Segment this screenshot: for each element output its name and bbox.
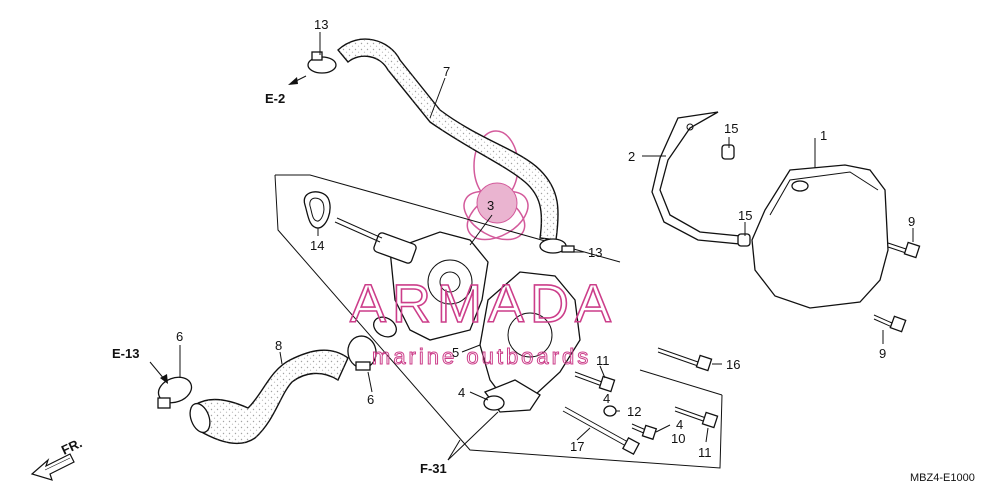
callout-4-right: 4 (676, 417, 683, 432)
hose-clamp-part (157, 376, 193, 409)
callout-17: 17 (570, 439, 584, 454)
callout-16: 16 (726, 357, 740, 372)
watermark-tagline: marine outboards (372, 344, 591, 369)
callout-4-mid: 4 (603, 391, 610, 406)
callout-3: 3 (487, 198, 494, 213)
hose-clamp-part (539, 238, 575, 254)
ref-label-f31: F-31 (420, 461, 447, 476)
callout-13-top: 13 (314, 17, 328, 32)
washer-part (603, 405, 617, 417)
callout-1: 1 (820, 128, 827, 143)
bolt-part (674, 406, 719, 429)
callout-8: 8 (275, 338, 282, 353)
hose-clamp-part (307, 51, 337, 74)
callout-11-lower: 11 (698, 445, 712, 460)
callout-9-bottom: 9 (879, 346, 886, 361)
callout-12: 12 (627, 404, 641, 419)
callout-14: 14 (310, 238, 324, 253)
pump-cover-part (479, 271, 581, 413)
arrow-e2-icon (288, 75, 307, 85)
collar-part (737, 233, 751, 247)
ref-label-e13: E-13 (112, 346, 139, 361)
callout-9-top: 9 (908, 214, 915, 229)
lower-hose-part (189, 349, 349, 445)
bolt-part (887, 241, 921, 259)
callout-6-mid: 6 (367, 392, 374, 407)
assembly-group-outline (274, 174, 723, 469)
bolt-part (631, 423, 658, 441)
ref-label-front: FR. (59, 435, 84, 457)
pump-housing-part (334, 217, 489, 341)
callout-15-top: 15 (724, 121, 738, 136)
collar-part (721, 144, 735, 160)
callout-6-left: 6 (176, 329, 183, 344)
watermark-logo-icon (463, 130, 529, 241)
callout-11-upper: 11 (596, 353, 610, 368)
watermark-brand: ARMADA (350, 274, 617, 334)
o-ring-part (303, 191, 331, 229)
callout-13-right: 13 (588, 245, 602, 260)
callout-2: 2 (628, 149, 635, 164)
front-arrow-icon (30, 453, 75, 481)
callout-5: 5 (452, 345, 459, 360)
diagram-code: MBZ4-E1000 (910, 472, 975, 484)
ref-label-e2: E-2 (265, 91, 285, 106)
bolt-part (574, 371, 616, 393)
callout-10: 10 (671, 431, 685, 446)
hose-clamp-part (347, 335, 377, 371)
callout-7: 7 (443, 64, 450, 79)
arrow-e13-icon (149, 361, 168, 384)
callout-15-bottom: 15 (738, 208, 752, 223)
side-cover-part (751, 164, 889, 309)
bolt-part (873, 314, 907, 333)
bracket-part (651, 111, 741, 245)
bolt-part (562, 406, 640, 455)
leader-lines (179, 32, 914, 461)
callout-4-left: 4 (458, 385, 465, 400)
bolt-part (657, 347, 713, 372)
